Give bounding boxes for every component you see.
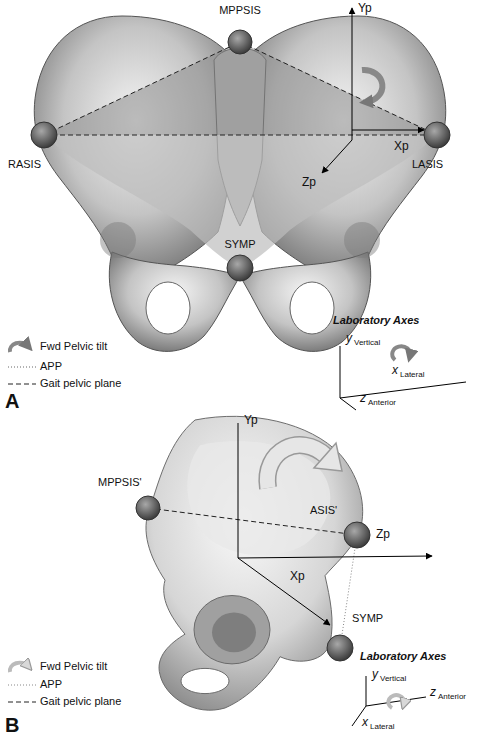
lab-axis: [366, 676, 367, 706]
legend-text: APP: [40, 678, 62, 690]
tilt-icon: [10, 343, 28, 352]
tilt-arrow-head: [314, 443, 342, 471]
legend-text: Fwd Pelvic tilt: [40, 660, 107, 672]
acetabulum: [194, 596, 270, 664]
panel-letter: B: [5, 714, 19, 736]
marker-ball: [31, 122, 57, 148]
marker-ball: [327, 635, 353, 661]
axis-subscript: Lateral: [370, 723, 394, 732]
tilt-icon: [10, 663, 28, 672]
lab-axis: [366, 697, 426, 706]
lab-axes: [340, 346, 466, 410]
lab-axis: [340, 382, 466, 398]
axis-letter: z: [360, 392, 366, 405]
axis-yp: [352, 8, 353, 140]
axis-xp: [238, 558, 330, 625]
marker-label: RASIS: [8, 158, 41, 170]
tilt-arrow: [392, 346, 410, 360]
app-region: [44, 135, 437, 268]
panel-letter: A: [5, 390, 19, 412]
marker-label: LASIS: [412, 158, 443, 170]
axis-xp: [352, 130, 424, 131]
axis-zp: [238, 556, 432, 558]
axis-label: Zp: [376, 528, 390, 541]
pelvic-plane-triangle: [44, 42, 437, 135]
dotted-sample: [8, 685, 36, 686]
legend-text: Fwd Pelvic tilt: [40, 340, 107, 352]
axis-label: Yp: [244, 414, 258, 427]
axis-letter: y: [372, 668, 378, 681]
legend-heading: Laboratory Axes: [333, 314, 419, 326]
axis-label: Yp: [358, 2, 372, 15]
gait-plane-line: [44, 42, 240, 135]
legend-icons: [8, 663, 36, 702]
marker-ball: [424, 122, 450, 148]
marker-ball: [228, 30, 252, 54]
marker-label: SYMP: [352, 612, 383, 624]
marker-label: MPPSIS: [219, 4, 261, 16]
axis-label: Xp: [394, 140, 409, 153]
iliac-fossa: [187, 441, 330, 555]
legend-heading: Laboratory Axes: [360, 650, 446, 662]
axis-letter: z: [430, 686, 436, 699]
marker-ball: [136, 496, 160, 520]
hip-bone: [146, 416, 363, 710]
axis-letter: y: [346, 332, 352, 345]
app-line: [340, 535, 357, 648]
legend-text: APP: [40, 360, 62, 372]
tilt-arrow: [388, 695, 404, 708]
legend-text: Gait pelvic plane: [40, 377, 121, 389]
marker-ball: [344, 522, 370, 548]
marker-ball: [227, 255, 253, 281]
acetabulum-fossa: [212, 613, 256, 653]
dashed-sample: [8, 384, 36, 385]
axis-yp: [238, 423, 239, 558]
dashed-sample: [8, 702, 36, 703]
axis-subscript: Lateral: [400, 371, 424, 380]
axis-letter: x: [392, 364, 398, 377]
lab-axis: [340, 398, 356, 410]
legend-icons: [8, 343, 36, 384]
pelvis-lateral-view: [136, 416, 432, 710]
axis-label: Zp: [302, 176, 316, 189]
axis-subscript: Vertical: [354, 339, 380, 348]
axis-subscript: Vertical: [380, 675, 406, 684]
marker-label: ASIS': [310, 504, 337, 516]
gait-plane-line: [44, 135, 437, 136]
marker-label: MPPSIS': [98, 476, 142, 488]
axis-subscript: Anterior: [438, 693, 466, 702]
axis-subscript: Anterior: [368, 399, 396, 408]
axis-letter: x: [362, 716, 368, 729]
obturator-foramen: [181, 668, 229, 693]
dotted-sample: [8, 367, 36, 368]
symphysis-gap: [239, 278, 241, 352]
lab-axis: [340, 346, 341, 398]
axis-zp: [322, 140, 352, 173]
legend-text: Gait pelvic plane: [40, 695, 121, 707]
tilt-arrow: [362, 70, 382, 102]
gait-plane-line: [240, 42, 437, 135]
pelvis-front-view: [31, 8, 450, 352]
axis-label: Xp: [290, 570, 305, 583]
marker-label: SYMP: [224, 238, 255, 250]
